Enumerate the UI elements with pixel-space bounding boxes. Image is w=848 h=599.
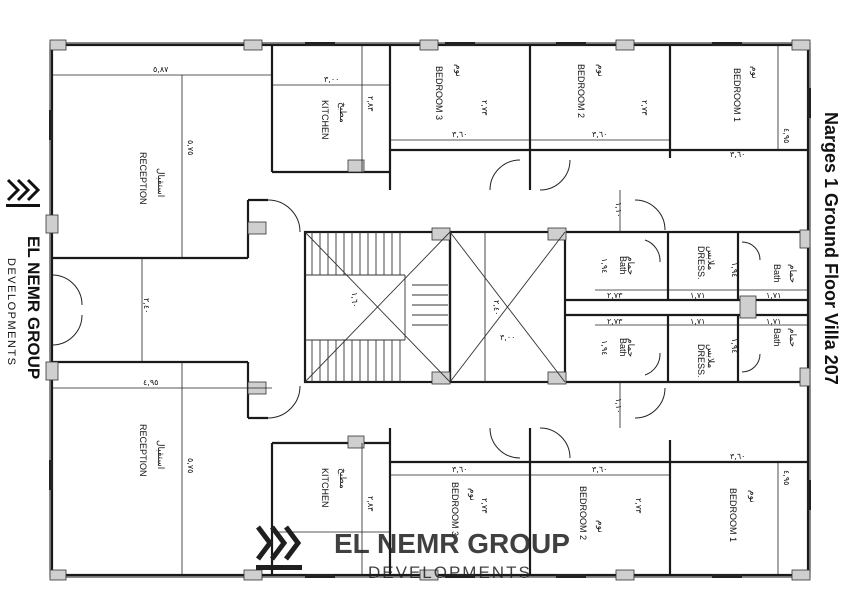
dim-bedroom2-bottom-width: ٣,٦٠ [592, 465, 607, 474]
dress-bottom-ar: ملابس [705, 344, 716, 368]
dim-bedroom1-bottom-width: ٣,٦٠ [730, 452, 745, 461]
kitchen-bottom-en: KITCHEN [320, 468, 330, 508]
brand-watermark: EL NEMR GROUP DEVELOPMENTS [256, 525, 570, 582]
watermark-logo-icon [256, 525, 302, 570]
bath-small-top-en: Bath [772, 264, 782, 283]
dim-kitchen-top-width: ٣,٠٠ [324, 75, 339, 84]
bath-small-top-ar: حمام [787, 264, 798, 283]
dim-dress-bottom-length: ١,٩٤ [730, 338, 739, 353]
brand-name-vertical: EL NEMR GROUP [24, 236, 43, 379]
doors [51, 159, 761, 459]
dim-bedroom3-top-length: ٢,٧٣ [480, 100, 489, 116]
reception-bottom-en: RECEPTION [138, 424, 148, 477]
dim-bedroom1-bottom-length: ٤,٩٥ [782, 470, 791, 485]
bath-small-bottom-en: Bath [772, 328, 782, 347]
kitchen-top-en: KITCHEN [320, 100, 330, 140]
dim-bedroom3-top-width: ٣,٦٠ [452, 130, 467, 139]
dim-bedroom1-top-length: ٤,٩٥ [782, 128, 791, 143]
dim-bedroom2-bottom-length: ٢,٧٣ [634, 498, 643, 514]
dim-bedroom3-bottom-width: ٣,٦٠ [452, 465, 467, 474]
reception-top-en: RECEPTION [138, 152, 148, 205]
bedroom3-top-en: BEDROOM 3 [434, 66, 444, 120]
dim-kitchen-bottom-length: ٢,٨٣ [366, 496, 375, 512]
dim-stair-width: ١,٦٠ [350, 292, 359, 307]
dim-dress-top-width: ١,٧١ [690, 291, 705, 300]
watermark-name: EL NEMR GROUP [334, 528, 570, 559]
bedroom1-bottom-en: BEDROOM 1 [728, 488, 738, 542]
bath-top-en: Bath [618, 256, 628, 275]
dim-reception-bottom-width: ٤,٩٥ [143, 378, 158, 387]
windows [49, 42, 811, 578]
bedroom1-top-ar: نوم [749, 66, 760, 79]
dim-reception-width: ٥,٨٧ [153, 65, 169, 74]
bath-bottom-ar: حمام [625, 338, 636, 357]
interior-walls [52, 45, 808, 575]
dim-stair-core: ٢,٤٠ [492, 300, 501, 315]
dim-reception-bottom-length: ٥,٧٥ [186, 458, 195, 473]
columns [45, 39, 811, 581]
dim-bath-bottom-length: ١,٩٤ [600, 340, 609, 355]
bedroom1-top-en: BEDROOM 1 [732, 68, 742, 122]
dimension-lines [52, 45, 808, 575]
dim-dress-top-length: ١,٩٤ [730, 262, 739, 277]
bedroom3-bottom-en: BEDROOM 3 [450, 482, 460, 536]
dim-bedroom2-top-length: ٢,٧٣ [640, 100, 649, 116]
dim-bath-top-width: ٢,٧٣ [607, 291, 623, 300]
dim-corridor-top: ١,١٠ [614, 202, 623, 217]
bedroom2-top-en: BEDROOM 2 [576, 64, 586, 118]
dim-entry: ٢,٤٠ [142, 298, 151, 313]
dim-kitchen-top-length: ٢,٨٣ [366, 96, 375, 112]
dress-top-en: DRESS. [696, 246, 706, 280]
bedroom2-bottom-en: BEDROOM 2 [578, 486, 588, 540]
watermark-subtitle: DEVELOPMENTS [368, 563, 532, 582]
dim-bedroom3-bottom-length: ٢,٧٣ [480, 498, 489, 514]
bath-bottom-en: Bath [618, 338, 628, 357]
bedroom1-bottom-ar: نوم [747, 490, 758, 503]
dim-bath-small-top-width: ١,٧١ [766, 291, 781, 300]
bath-small-bottom-ar: حمام [787, 328, 798, 347]
dim-bedroom1-top-width: ٣,٦٠ [730, 150, 745, 159]
dress-bottom-en: DRESS. [696, 344, 706, 378]
bedroom3-top-ar: نوم [453, 64, 464, 77]
bedroom3-bottom-ar: نوم [467, 488, 478, 501]
dim-reception-top-length: ٥,٧٥ [186, 140, 195, 155]
dim-bath-small-bottom-width: ١,٧١ [766, 317, 781, 326]
brand-vertical: EL NEMR GROUP DEVELOPMENTS [5, 178, 43, 379]
reception-top-ar: استقبال [156, 168, 166, 197]
dim-stair-landing: ٣,٠٠ [500, 333, 515, 342]
dress-top-ar: ملابس [705, 246, 716, 270]
reception-bottom-ar: استقبال [156, 440, 166, 469]
dim-dress-bottom-width: ١,٧١ [690, 317, 705, 326]
bedroom2-top-ar: نوم [595, 64, 606, 77]
staircase [304, 231, 566, 383]
dim-bath-top-length: ١,٩٤ [600, 258, 609, 273]
bedroom2-bottom-ar: نوم [595, 520, 606, 533]
kitchen-bottom-ar: مطبخ [337, 468, 348, 489]
brand-logo-icon [6, 178, 41, 207]
dim-corridor-bottom: ١,١٠ [614, 398, 623, 413]
brand-subtitle-vertical: DEVELOPMENTS [5, 258, 17, 366]
dim-bedroom2-top-width: ٣,٦٠ [592, 130, 607, 139]
plan-title: Narges 1 Ground Floor Villa 207 [821, 112, 841, 385]
dim-bath-bottom-width: ٢,٧٣ [607, 317, 623, 326]
outer-walls [49, 42, 811, 578]
kitchen-top-ar: مطبخ [337, 102, 348, 123]
bath-top-ar: حمام [625, 256, 636, 275]
